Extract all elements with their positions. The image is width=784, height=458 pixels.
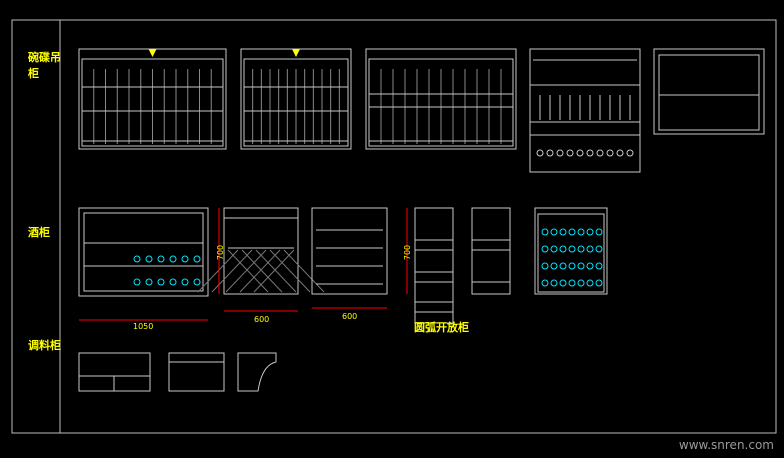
arc-open-cabinet <box>414 207 454 324</box>
bottle-icon <box>586 279 594 287</box>
bottle-icon <box>568 279 576 287</box>
wall-cabinet-3-inner <box>368 58 514 147</box>
wine-cabinet-600-b <box>311 207 388 295</box>
bottle-icon <box>595 245 603 253</box>
wall-cabinet-5 <box>653 48 765 135</box>
bottle-icon <box>157 278 165 286</box>
drawing-frame <box>11 19 777 434</box>
cad-line <box>241 249 283 293</box>
dim-700-a: 700 <box>216 244 226 261</box>
dim-600-b: 600 <box>342 312 358 321</box>
glass-icon <box>566 149 574 157</box>
bottle-icon <box>169 255 177 263</box>
cad-line <box>83 212 204 292</box>
glass-icon <box>626 149 634 157</box>
wall-cabinet-4 <box>529 48 641 173</box>
glass-icon <box>586 149 594 157</box>
dim-600-a: 600 <box>254 315 270 324</box>
bottle-icon <box>586 245 594 253</box>
bottle-icon <box>586 228 594 236</box>
label-spice-cabinet: 调料柜 <box>28 339 61 352</box>
dim-1050: 1050 <box>133 322 154 331</box>
spice-bracket <box>237 352 277 392</box>
bottle-icon <box>193 278 201 286</box>
bottle-icon <box>577 228 585 236</box>
glass-icon <box>596 149 604 157</box>
wall-cabinet-2-lamp-icon <box>292 49 300 57</box>
open-cabinet-2 <box>471 207 511 295</box>
wine-rack <box>534 207 608 295</box>
bottle-icon <box>133 255 141 263</box>
cad-line <box>239 249 281 293</box>
bottle-icon <box>568 262 576 270</box>
bottle-icon <box>586 262 594 270</box>
bottle-icon <box>595 279 603 287</box>
bottle-icon <box>145 255 153 263</box>
watermark: www.snren.com <box>678 438 774 452</box>
bottle-icon <box>577 245 585 253</box>
bottle-icon <box>541 245 549 253</box>
bottle-icon <box>550 279 558 287</box>
spice-cabinet-2 <box>168 352 225 392</box>
bottle-icon <box>577 279 585 287</box>
bottle-icon <box>595 228 603 236</box>
cad-line <box>197 249 239 293</box>
glass-icon <box>556 149 564 157</box>
bottle-icon <box>559 245 567 253</box>
cad-line <box>269 249 311 293</box>
wine-cabinet-600-a <box>223 207 299 295</box>
glass-icon <box>616 149 624 157</box>
bottle-icon <box>550 245 558 253</box>
bottle-icon <box>169 278 177 286</box>
cad-line <box>225 249 267 293</box>
wine-cabinet-1050 <box>78 207 209 297</box>
glass-icon <box>536 149 544 157</box>
bottle-icon <box>157 255 165 263</box>
bottle-icon <box>181 278 189 286</box>
cad-line <box>283 249 325 293</box>
bottle-icon <box>568 228 576 236</box>
bottle-icon <box>133 278 141 286</box>
bottle-icon <box>577 262 585 270</box>
bottle-icon <box>541 279 549 287</box>
label-arc-open-cabinet: 圆弧开放柜 <box>414 321 469 334</box>
wall-cabinet-1-inner <box>81 58 224 147</box>
label-wall-cabinet: 碗碟吊柜 <box>28 51 61 80</box>
wall-cabinet-5-inner <box>658 54 760 131</box>
wall-cabinet-3 <box>365 48 517 150</box>
bottle-icon <box>193 255 201 263</box>
bottle-icon <box>550 262 558 270</box>
cad-line <box>253 249 295 293</box>
bottle-icon <box>550 228 558 236</box>
glass-icon <box>606 149 614 157</box>
bottle-icon <box>181 255 189 263</box>
dim-700-b: 700 <box>403 244 413 261</box>
wall-cabinet-2-inner <box>243 58 349 147</box>
cad-line <box>537 213 605 293</box>
glass-icon <box>546 149 554 157</box>
bottle-icon <box>559 228 567 236</box>
bottle-icon <box>595 262 603 270</box>
label-wine-cabinet: 酒柜 <box>28 226 50 239</box>
bottle-icon <box>541 262 549 270</box>
bottle-icon <box>541 228 549 236</box>
cad-line <box>255 249 297 293</box>
bottle-icon <box>559 279 567 287</box>
bottle-icon <box>568 245 576 253</box>
glass-icon <box>576 149 584 157</box>
bottle-icon <box>145 278 153 286</box>
bottle-icon <box>559 262 567 270</box>
wall-cabinet-1-lamp-icon <box>148 49 157 57</box>
